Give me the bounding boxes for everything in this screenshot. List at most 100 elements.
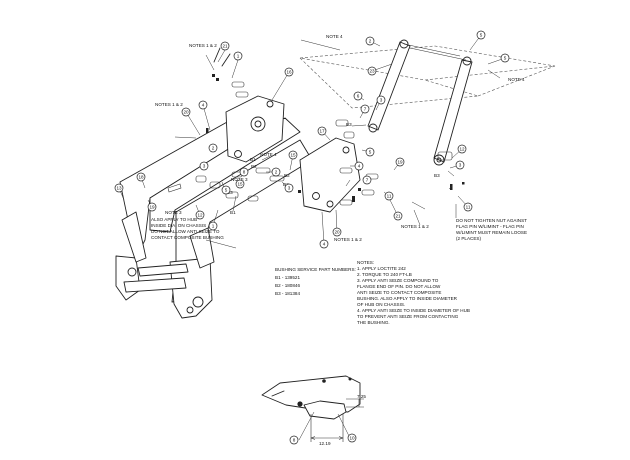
bushing-ref: B2	[251, 164, 257, 169]
item-bubble: 20	[332, 227, 342, 237]
svg-text:8: 8	[293, 438, 296, 443]
dimension-label: 12.19	[319, 441, 331, 446]
item-bubble: 18	[136, 172, 146, 182]
callout-label: NOTES 1 & 2	[189, 43, 217, 48]
callout-label: NOTE 4	[508, 77, 525, 82]
bushing-ref: B3	[227, 190, 233, 195]
callout-label: NOTE 4	[260, 152, 277, 157]
callout-label: NOTES 1 & 2	[334, 237, 362, 242]
svg-text:13: 13	[116, 186, 122, 191]
svg-text:8: 8	[243, 170, 246, 175]
svg-text:3: 3	[380, 98, 383, 103]
svg-text:19: 19	[397, 160, 403, 165]
item-bubble: 3	[455, 160, 465, 170]
note-line: 4. APPLY ANTI SEIZE TO INSIDE DIAMETER O…	[357, 308, 470, 313]
svg-text:23: 23	[369, 69, 375, 74]
item-bubble: 20	[181, 107, 191, 117]
note-line: 3. APPLY ANTI SEIZE COMPOUND TO	[357, 278, 439, 283]
table-line: BUSHING SERVICE PART NUMBERS:	[275, 267, 356, 272]
item-bubble: 11	[384, 191, 394, 201]
detail-view: 7.25 12.19	[261, 375, 366, 446]
item-bubble: 12	[195, 210, 205, 220]
item-bubble: 23	[367, 66, 377, 76]
table-line: B2 - 180846	[275, 283, 300, 288]
svg-text:5: 5	[369, 150, 372, 155]
item-bubble: 5	[476, 30, 486, 40]
svg-text:20: 20	[334, 230, 340, 235]
svg-text:4: 4	[323, 242, 326, 247]
notes-heading: NOTES:	[357, 260, 374, 265]
bushing-service-table: BUSHING SERVICE PART NUMBERS: B1 - 13952…	[275, 267, 356, 296]
item-bubble: 3	[376, 95, 386, 105]
item-bubble: 21	[393, 211, 403, 221]
item-bubble: 3	[199, 161, 209, 171]
item-bubble: 7	[360, 104, 370, 114]
svg-text:2: 2	[275, 170, 278, 175]
svg-text:11: 11	[466, 205, 471, 210]
note-line: 2. TORQUE TO 240 FT-LB	[357, 272, 412, 277]
item-bubble: 1	[233, 51, 243, 61]
svg-text:18: 18	[138, 175, 144, 180]
item-bubble: 7	[362, 175, 372, 185]
svg-text:1: 1	[212, 224, 215, 229]
item-bubble: 5	[365, 147, 375, 157]
callout-label: NOTES 1 & 2	[401, 224, 429, 229]
item-bubble: 4	[198, 100, 208, 110]
item-bubble: 8	[239, 167, 249, 177]
item-bubble: 6	[353, 91, 363, 101]
svg-text:17: 17	[319, 129, 325, 134]
note-line: (2 PLACES)	[456, 236, 481, 241]
item-bubble: 10	[347, 433, 357, 443]
note-line: BUSHING. ALSO APPLY TO INSIDE DIAMETER	[357, 296, 458, 301]
callout-label: NOTE 3	[231, 177, 248, 182]
svg-text:20: 20	[183, 110, 189, 115]
item-bubble: 13	[114, 183, 124, 193]
item-bubble: 19	[395, 157, 405, 167]
item-bubble: 8	[289, 435, 299, 445]
item-bubble: 3	[284, 183, 294, 193]
item-bubble: 19	[147, 202, 157, 212]
bushing-ref: B2	[284, 173, 290, 178]
note-line: THE BUSHING.	[357, 320, 390, 325]
item-bubble: 4	[354, 161, 364, 171]
svg-text:2: 2	[212, 146, 215, 151]
item-bubble: 11	[463, 202, 473, 212]
svg-text:5: 5	[225, 188, 228, 193]
item-bubble: 4	[319, 239, 329, 249]
note-line: W/LIMINT MUST REMAIN LOOSE	[456, 230, 527, 235]
item-bubble: 15	[288, 150, 298, 160]
item-bubble: 1	[208, 221, 218, 231]
item-bubble: 15	[235, 179, 245, 189]
note-line: 1. APPLY LOCTITE 242	[357, 266, 406, 271]
item-bubble: 2	[208, 143, 218, 153]
svg-text:4: 4	[358, 164, 361, 169]
bushing-ref: B3	[283, 182, 289, 187]
svg-text:21: 21	[395, 214, 401, 219]
bushing-ref: B3	[434, 173, 440, 178]
svg-text:10: 10	[349, 436, 355, 441]
note-line: TO PREVENT ANTI SEIZE FROM CONTACTING	[357, 314, 459, 319]
bushing-ref: B1	[250, 157, 256, 162]
dimension-label: 7.25	[357, 394, 366, 399]
item-bubble: 21	[220, 41, 230, 51]
note-line: OF HUB ON CHASSIS.	[357, 302, 405, 307]
reference-planes	[299, 45, 556, 109]
item-bubble: 17	[317, 126, 327, 136]
note-line: DO NOT ALLOW ANTI SEIZE TO	[151, 229, 220, 234]
right-note-text: DO NOT TIGHTEN NUT AGAINST FLAG PIN W/LI…	[456, 218, 527, 241]
upper-link-assembly	[367, 39, 473, 166]
item-bubbles: 21 1 16 4 20 2 3 13 18 5 1 2 15 12 19 8 …	[114, 30, 510, 445]
svg-text:5: 5	[480, 33, 483, 38]
note-line: ALSO APPLY TO HUB	[151, 217, 197, 222]
note-line: FLAG PIN W/LIMINT - FLAG PIN	[456, 224, 524, 229]
item-bubble: 5	[500, 53, 510, 63]
svg-text:1: 1	[237, 54, 240, 59]
svg-text:7: 7	[366, 178, 369, 183]
svg-text:4: 4	[202, 103, 205, 108]
svg-text:3: 3	[203, 164, 206, 169]
callout-label: NOTE 4	[326, 34, 343, 39]
svg-text:12: 12	[197, 213, 203, 218]
svg-text:21: 21	[222, 44, 228, 49]
notes-block: NOTES: 1. APPLY LOCTITE 242 2. TORQUE TO…	[357, 260, 470, 325]
svg-text:7: 7	[364, 107, 367, 112]
